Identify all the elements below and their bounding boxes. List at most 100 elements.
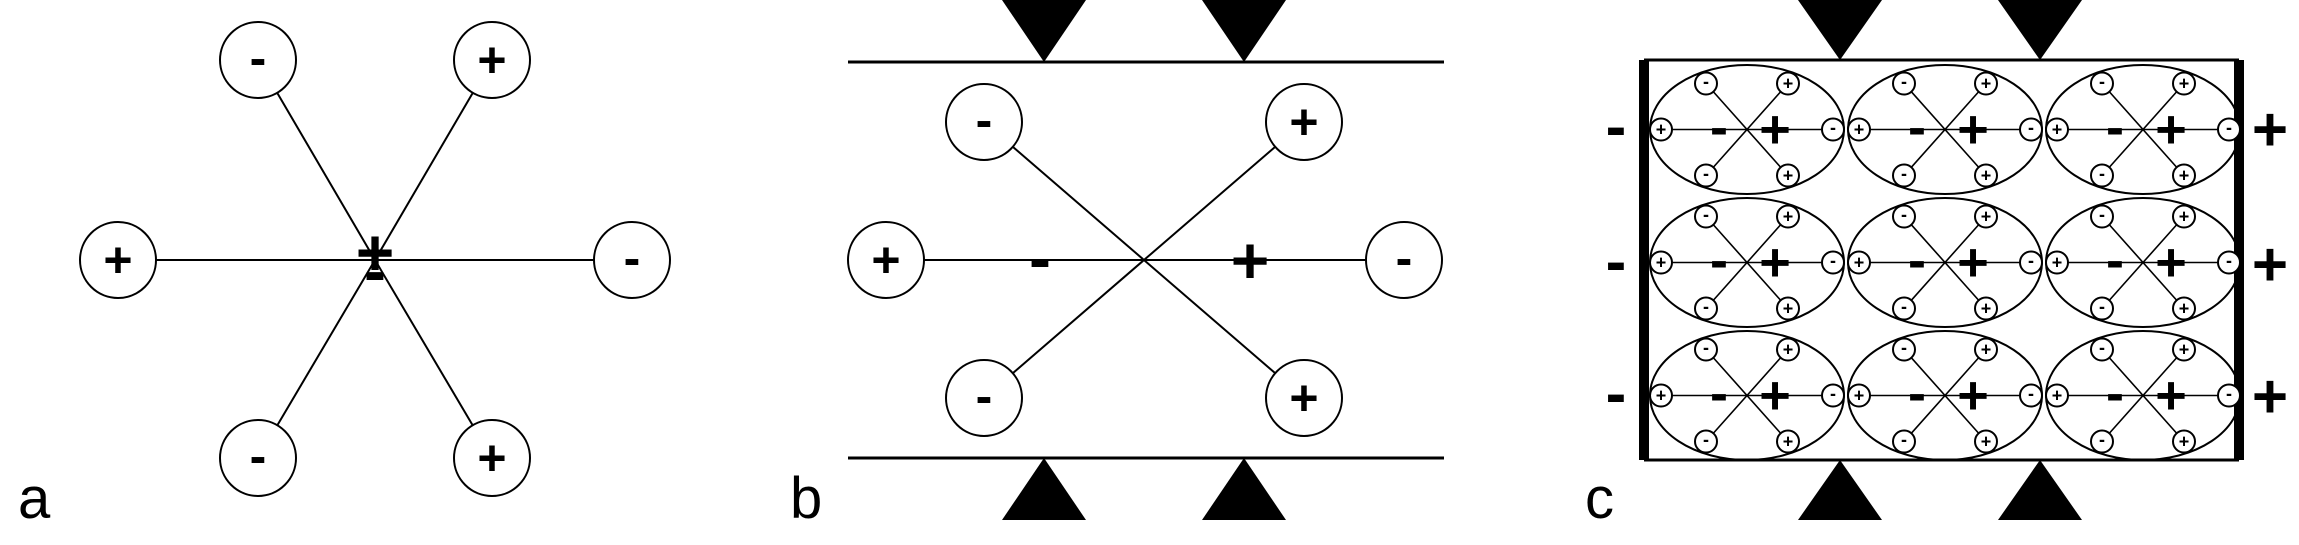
molecule-cell: -++--+-+ (1649, 197, 1845, 328)
plus-sign: + (2179, 166, 2190, 186)
positive-ion: + (2172, 71, 2196, 96)
positive-ion: + (1974, 204, 1998, 229)
minus-sign: - (2099, 72, 2105, 92)
plus-sign: + (2179, 74, 2190, 94)
minus-sign: - (1901, 164, 1907, 184)
ion-circle (2019, 383, 2043, 408)
positive-ion: + (1974, 163, 1998, 188)
plus-sign: + (2052, 120, 2063, 140)
negative-ion: - (1694, 163, 1718, 188)
negative-ion: - (945, 359, 1023, 437)
minus-sign: - (250, 428, 267, 484)
minus-sign: - (976, 368, 993, 424)
plus-sign: + (1783, 166, 1794, 186)
ion-circle (2217, 250, 2241, 275)
molecule-cell: -++--+-+ (1847, 197, 2043, 328)
positive-ion: + (2172, 337, 2196, 362)
ion-circle (219, 21, 297, 99)
positive-ion: + (847, 221, 925, 299)
negative-ion: - (1694, 429, 1718, 454)
minus-sign: - (2099, 338, 2105, 358)
ion-circle (1694, 429, 1718, 454)
ion-circle (2019, 250, 2043, 275)
positive-ion: + (1974, 337, 1998, 362)
negative-ion: - (2090, 429, 2114, 454)
molecule-cell: -++--+-+ (1649, 64, 1845, 195)
displaced-plus-sign: + (2155, 366, 2187, 426)
ion-circle (1892, 163, 1916, 188)
plus-sign: + (1981, 207, 1992, 227)
ion-circle (1974, 163, 1998, 188)
minus-sign: - (2028, 384, 2034, 404)
ion-circle (2172, 163, 2196, 188)
ion-circle (1776, 296, 1800, 321)
left-surface-charge-2: - (1606, 228, 1627, 297)
ion-circle (2045, 383, 2069, 408)
positive-ion: + (2045, 250, 2069, 275)
force-arrow-up-1 (1798, 460, 1882, 520)
negative-ion: - (219, 21, 297, 99)
displaced-plus-sign: + (1957, 100, 1989, 160)
minus-sign: - (624, 230, 641, 286)
displaced-minus-sign: - (1710, 364, 1728, 424)
panel-c-label: c (1585, 466, 1614, 531)
positive-ion: + (1776, 71, 1800, 96)
minus-sign: - (250, 30, 267, 86)
positive-ion: + (2172, 163, 2196, 188)
force-arrow-down-1 (1798, 0, 1882, 60)
displaced-minus-sign: - (2106, 364, 2124, 424)
plus-sign: + (1783, 432, 1794, 452)
minus-sign: - (1396, 230, 1413, 286)
positive-ion: + (1974, 296, 1998, 321)
force-arrow-up-2 (1998, 460, 2082, 520)
panel-b: -++--+-+ (847, 0, 1444, 520)
ion-circle (2172, 204, 2196, 229)
force-arrow-down-2 (1998, 0, 2082, 60)
left-surface-charge-3: - (1606, 360, 1627, 429)
ion-circle (1776, 204, 1800, 229)
panel-b-label: b (790, 466, 822, 531)
molecule-cell: -++--+-+ (1649, 330, 1845, 461)
positive-ion: + (79, 221, 157, 299)
ion-circle (2172, 337, 2196, 362)
ion-circle (1776, 163, 1800, 188)
minus-sign: - (1830, 384, 1836, 404)
negative-ion: - (2217, 117, 2241, 142)
force-arrow-down-2 (1202, 0, 1286, 62)
positive-ion: + (2172, 204, 2196, 229)
plus-sign: + (1981, 340, 1992, 360)
displaced-minus-sign: - (1908, 364, 1926, 424)
center-minus-sign: - (364, 233, 386, 307)
minus-sign: - (2099, 297, 2105, 317)
ion-circle (2217, 383, 2241, 408)
plus-sign: + (1981, 299, 1992, 319)
center-plus-sign: + (356, 215, 395, 289)
negative-ion: - (1892, 296, 1916, 321)
ion-circle (2019, 117, 2043, 142)
force-arrow-up-2 (1202, 458, 1286, 520)
negative-ion: - (1892, 429, 1916, 454)
negative-ion: - (219, 419, 297, 497)
panel-a: -++--++- (79, 21, 671, 497)
minus-sign: - (1901, 297, 1907, 317)
ion-circle (453, 21, 531, 99)
ion-circle (2172, 71, 2196, 96)
plus-sign: + (1981, 166, 1992, 186)
ion-circle (2090, 71, 2114, 96)
positive-ion: + (2045, 383, 2069, 408)
ion-circle (945, 83, 1023, 161)
plus-sign: + (2179, 432, 2190, 452)
negative-ion: - (2217, 383, 2241, 408)
minus-sign: - (976, 92, 993, 148)
negative-ion: - (1821, 250, 1845, 275)
ion-circle (2172, 296, 2196, 321)
minus-sign: - (2226, 118, 2232, 138)
positive-ion: + (1974, 71, 1998, 96)
negative-ion: - (1821, 383, 1845, 408)
displaced-minus-sign: - (1029, 220, 1051, 294)
negative-ion: - (2090, 163, 2114, 188)
negative-ion: - (2019, 250, 2043, 275)
plus-sign: + (2179, 299, 2190, 319)
force-arrow-down-1 (1002, 0, 1086, 62)
minus-sign: - (1703, 205, 1709, 225)
